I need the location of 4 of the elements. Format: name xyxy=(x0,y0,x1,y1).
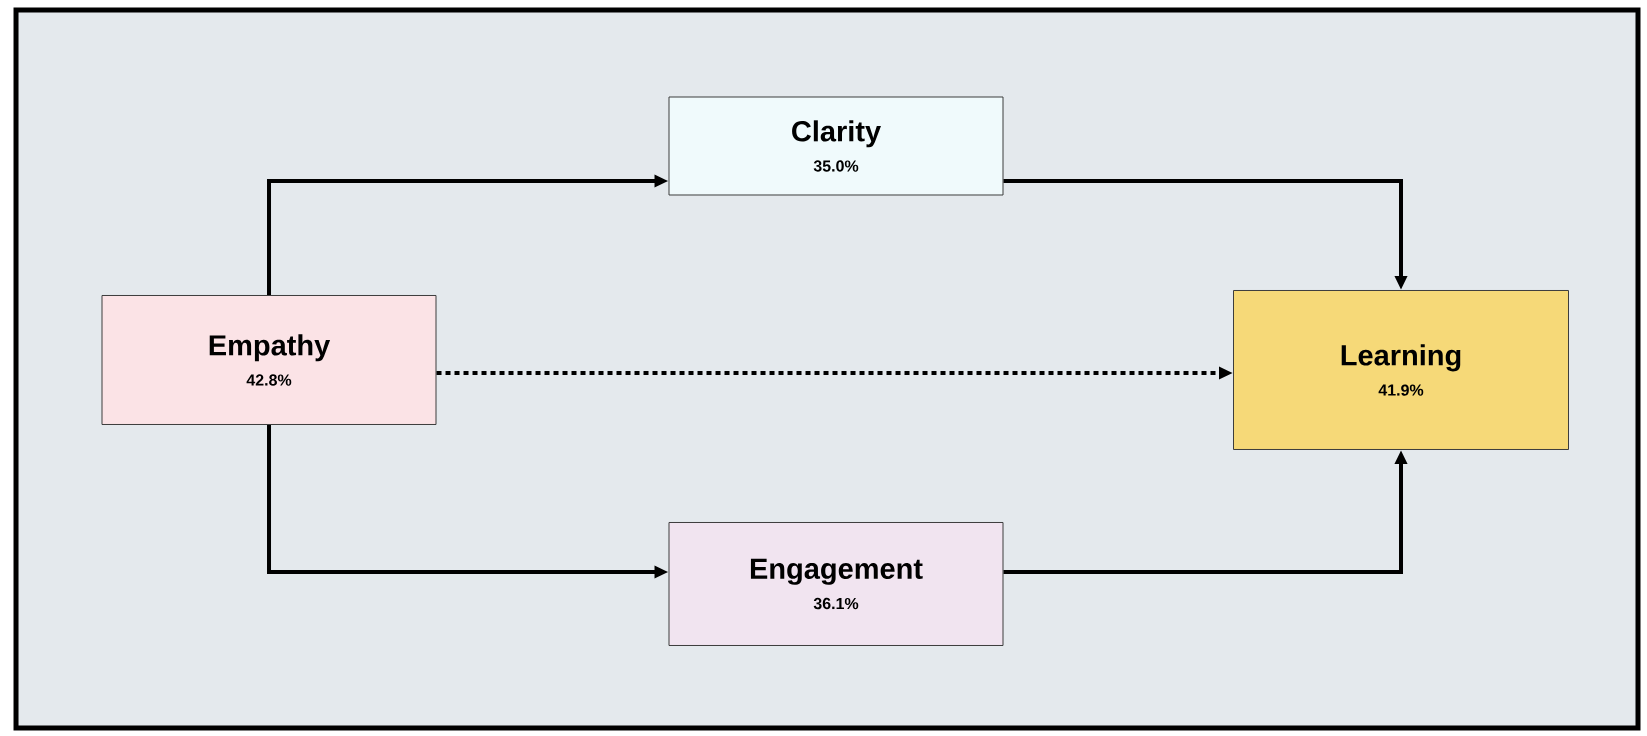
box: Empathy 42.8% xyxy=(101,295,437,425)
box: Learning 41.9% xyxy=(1233,290,1569,450)
box: Engagement 36.1% xyxy=(668,522,1004,646)
box: Clarity 35.0% xyxy=(668,96,1004,196)
